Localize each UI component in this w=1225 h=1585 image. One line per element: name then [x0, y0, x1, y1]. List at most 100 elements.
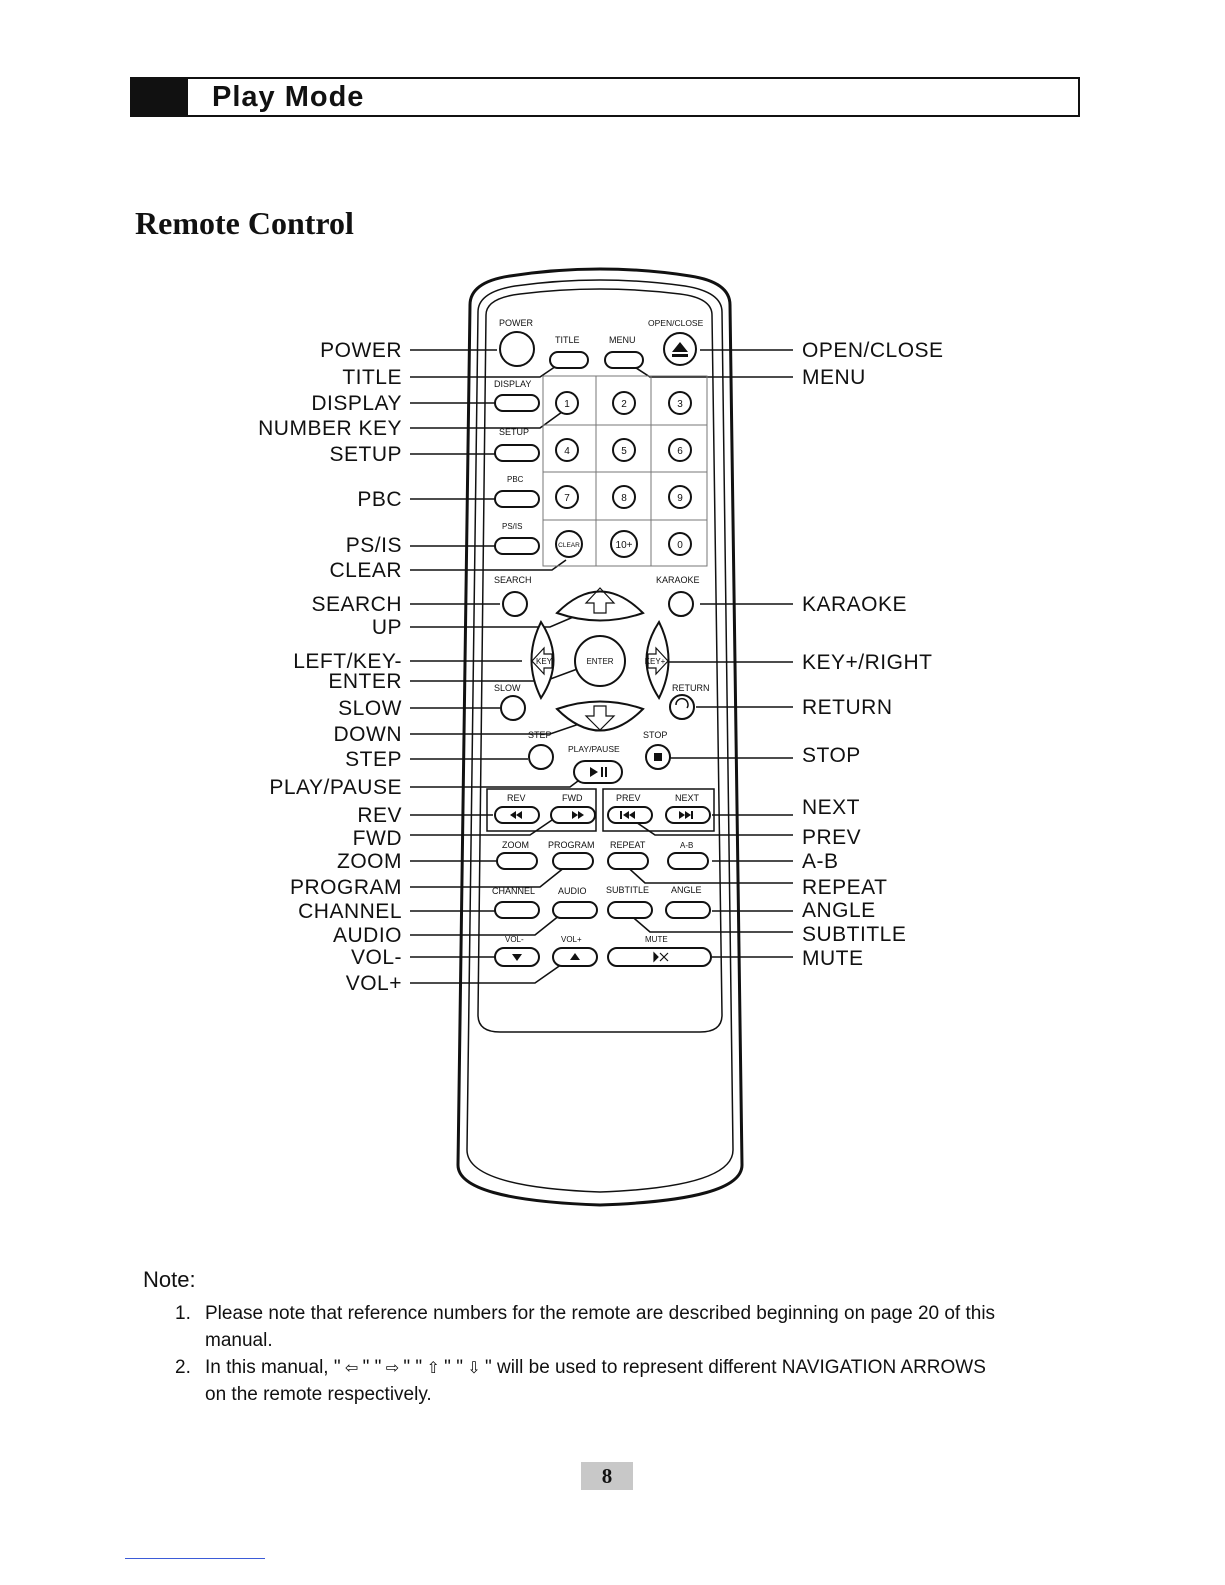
- return-icon: [675, 697, 689, 709]
- number-key-2[interactable]: [612, 391, 636, 415]
- audio-button[interactable]: [552, 901, 598, 919]
- callout-step: STEP: [345, 748, 402, 771]
- right-key-plus-button[interactable]: [645, 619, 670, 701]
- skip-forward-icon: [679, 811, 693, 819]
- karaoke-button[interactable]: [668, 591, 694, 617]
- stop-icon: [654, 753, 662, 761]
- note-list: 1. Please note that reference numbers fo…: [175, 1300, 1095, 1408]
- callout-repeat: REPEAT: [802, 876, 887, 899]
- number-key-8[interactable]: [612, 485, 636, 509]
- subtitle-button[interactable]: [607, 901, 653, 919]
- key-9-label: 9: [677, 493, 683, 504]
- prev-next-panel: [602, 788, 715, 832]
- callout-karaoke: KARAOKE: [802, 593, 907, 616]
- button-icons: [510, 342, 693, 963]
- up-arrow-button[interactable]: [555, 590, 645, 622]
- label-vol-plus: VOL+: [561, 935, 582, 944]
- label-subtitle: SUBTITLE: [606, 885, 649, 895]
- number-key-0[interactable]: [668, 532, 692, 556]
- down-arrow-button[interactable]: [555, 700, 645, 732]
- label-prev: PREV: [616, 793, 641, 803]
- callout-rev: REV: [357, 804, 402, 827]
- key-8-label: 8: [621, 493, 627, 504]
- repeat-button[interactable]: [607, 852, 649, 870]
- right-arrow-outline-icon: ⇨: [385, 1358, 400, 1377]
- note-2-suffix: will be used to represent different NAVI…: [496, 1357, 986, 1378]
- callout-key-plus-right: KEY+/RIGHT: [802, 651, 932, 674]
- mute-button[interactable]: [607, 947, 712, 967]
- zoom-button[interactable]: [496, 852, 538, 870]
- return-button[interactable]: [669, 694, 695, 720]
- clear-button[interactable]: [555, 530, 583, 558]
- remote-small-labels: POWER TITLE MENU OPEN/CLOSE DISPLAY SETU…: [492, 318, 710, 944]
- callout-prev: PREV: [802, 826, 861, 849]
- number-key-7[interactable]: [555, 485, 579, 509]
- program-button[interactable]: [552, 852, 594, 870]
- key-3-label: 3: [677, 399, 683, 410]
- label-return: RETURN: [672, 683, 710, 693]
- slow-button[interactable]: [500, 695, 526, 721]
- number-key-10-plus[interactable]: [610, 530, 638, 558]
- number-key-9[interactable]: [668, 485, 692, 509]
- number-key-3[interactable]: [668, 391, 692, 415]
- label-zoom: ZOOM: [502, 840, 529, 850]
- callout-enter: ENTER: [328, 670, 402, 693]
- label-search: SEARCH: [494, 575, 532, 585]
- menu-button[interactable]: [604, 351, 644, 369]
- channel-button[interactable]: [494, 901, 540, 919]
- eject-icon: [672, 342, 688, 357]
- label-open-close: OPEN/CLOSE: [648, 318, 704, 328]
- ab-button[interactable]: [667, 852, 709, 870]
- remote-body: [456, 267, 744, 1207]
- left-arrow-outline-icon: ⇦: [344, 1358, 359, 1377]
- note-item-2: 2. In this manual, "⇦" "⇨" "⇧" "⇩" will …: [175, 1354, 1095, 1408]
- number-key-5[interactable]: [612, 438, 636, 462]
- callout-psis: PS/IS: [346, 534, 402, 557]
- footer-rule: [125, 1558, 265, 1559]
- enter-button[interactable]: [574, 635, 626, 687]
- setup-button[interactable]: [494, 444, 540, 462]
- skip-back-icon: [620, 811, 635, 819]
- label-psis: PS/IS: [502, 522, 522, 531]
- triangle-down-icon: [512, 954, 522, 961]
- down-arrow-icon: [584, 705, 616, 731]
- pbc-button[interactable]: [494, 490, 540, 508]
- label-channel: CHANNEL: [492, 886, 535, 896]
- callout-ab: A-B: [802, 850, 839, 873]
- callout-clear: CLEAR: [329, 559, 402, 582]
- label-pbc: PBC: [507, 475, 524, 484]
- label-karaoke: KARAOKE: [656, 575, 700, 585]
- key-0-label: 0: [677, 540, 683, 551]
- label-next: NEXT: [675, 793, 700, 803]
- callout-next: NEXT: [802, 796, 860, 819]
- callout-fwd: FWD: [353, 827, 402, 850]
- display-button[interactable]: [494, 394, 540, 412]
- search-button[interactable]: [502, 591, 528, 617]
- callout-up: UP: [372, 616, 402, 639]
- triangle-up-icon: [570, 953, 580, 960]
- callout-angle: ANGLE: [802, 899, 876, 922]
- play-pause-icon: [590, 767, 607, 777]
- power-button[interactable]: [499, 331, 535, 367]
- key-2-label: 2: [621, 399, 627, 410]
- label-mute: MUTE: [645, 935, 668, 944]
- number-key-1[interactable]: [555, 391, 579, 415]
- label-audio: AUDIO: [558, 886, 587, 896]
- key-minus-label: KEY-: [536, 657, 554, 666]
- callout-vol-plus: VOL+: [346, 972, 402, 995]
- number-key-6[interactable]: [668, 438, 692, 462]
- number-key-4[interactable]: [555, 438, 579, 462]
- psis-button[interactable]: [494, 537, 540, 555]
- down-arrow-outline-icon: ⇩: [467, 1358, 481, 1377]
- title-button[interactable]: [549, 351, 589, 369]
- callout-left-key: LEFT/KEY-: [293, 650, 402, 673]
- key-1-label: 1: [564, 399, 570, 410]
- angle-button[interactable]: [665, 901, 711, 919]
- label-ab: A-B: [680, 841, 693, 850]
- mute-icon: [653, 951, 669, 963]
- left-key-minus-button[interactable]: [530, 619, 555, 701]
- step-button[interactable]: [528, 744, 554, 770]
- key-10-plus-label: 10+: [616, 540, 633, 551]
- rewind-icon: [510, 811, 522, 819]
- right-arrow-icon: [647, 646, 669, 676]
